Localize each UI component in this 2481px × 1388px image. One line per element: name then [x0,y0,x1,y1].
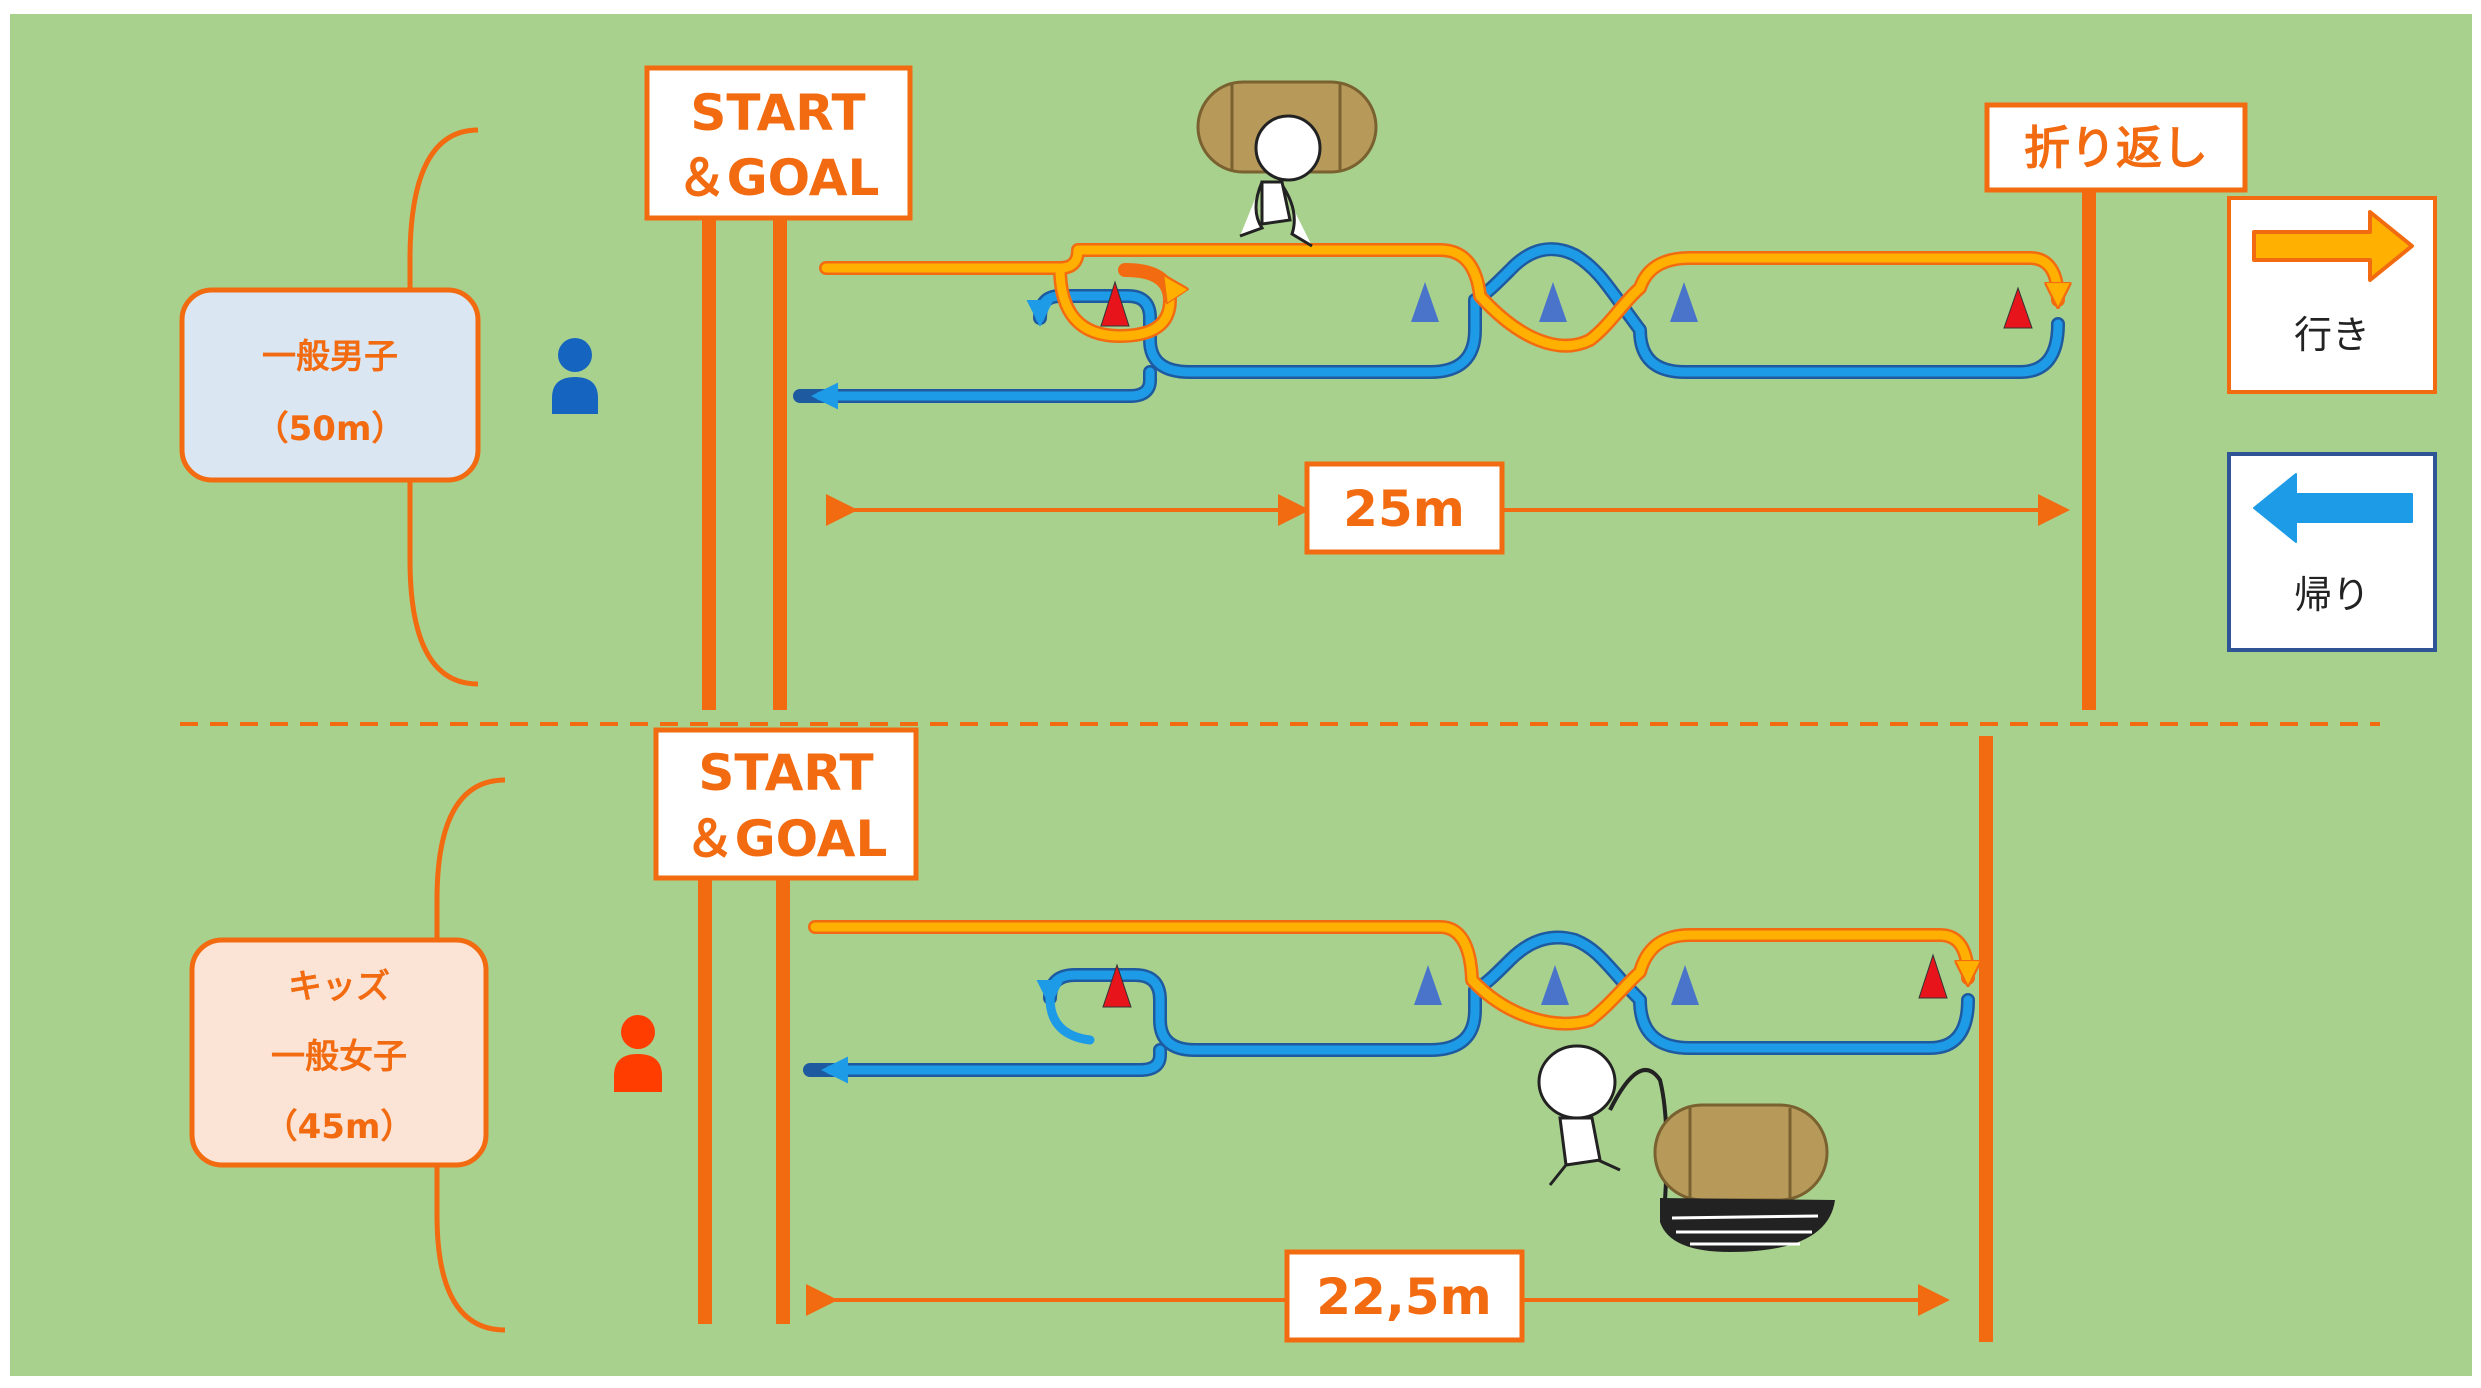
start-goal-sign [644,65,913,221]
bottom-group-box [189,937,489,1168]
cone-blue [1414,965,1442,1005]
cone-red [2003,286,2033,329]
start-sign-line1: START [698,744,873,802]
start-goal-sign [653,727,919,881]
sled [1660,1198,1835,1252]
start-pole-left [698,878,712,1324]
start-pole-right [776,878,790,1324]
cone-red [1102,963,1132,1008]
rice-bale [1653,1103,1829,1202]
arrow-right-icon [2252,210,2414,282]
top-group-label: 一般男子 [262,337,398,377]
top-group-box [179,287,481,483]
legend-go-label: 行き [2294,313,2370,357]
legend-return-box [2227,452,2437,652]
start-sign-line2: ＆GOAL [677,149,880,207]
runner-pulling-sled [1537,1044,1835,1252]
person-icon [552,338,598,414]
field-background [10,14,2472,1376]
distance-label: 25m [1343,480,1465,538]
top-course-paths [793,242,2058,410]
distance-label: 22,5m [1316,1268,1491,1326]
turn-pole [2082,190,2096,710]
top-group-distance: （50m） [255,409,406,449]
cone-blue [1411,282,1439,322]
distance-box [1304,461,1505,555]
start-pole-right [773,218,787,710]
start-sign-line2: ＆GOAL [685,810,888,868]
bottom-group-distance: （45m） [264,1107,415,1147]
turn-sign [1984,102,2248,193]
person-icon [614,1015,662,1092]
start-sign-line1: START [690,84,865,142]
bottom-group-label: キッズ [288,967,390,1007]
legend-go-box [2227,196,2437,394]
cone-red [1918,953,1948,999]
legend: 行き 帰り [2227,196,2437,652]
top-course: 一般男子 （50m） START ＆GOAL 折り返し [179,65,2248,710]
bottom-group-label: 一般女子 [271,1037,407,1077]
cone-blue [1670,282,1698,322]
turn-sign-label: 折り返し [2024,121,2208,175]
bottom-group-bracket [434,777,506,1333]
distance-box [1284,1249,1525,1343]
runner-carrying-bale [1196,80,1378,248]
cone-red [1100,280,1130,327]
arrow-left-icon [2253,473,2413,543]
turn-pole [1979,736,1993,1342]
cone-blue [1539,282,1567,322]
legend-return-label: 帰り [2294,573,2370,617]
cone-blue [1671,965,1699,1005]
start-pole-left [702,218,716,710]
cone-blue [1541,965,1569,1005]
bottom-course-paths [803,920,1968,1084]
bottom-course: キッズ 一般女子 （45m） START ＆GOAL [189,727,1993,1343]
